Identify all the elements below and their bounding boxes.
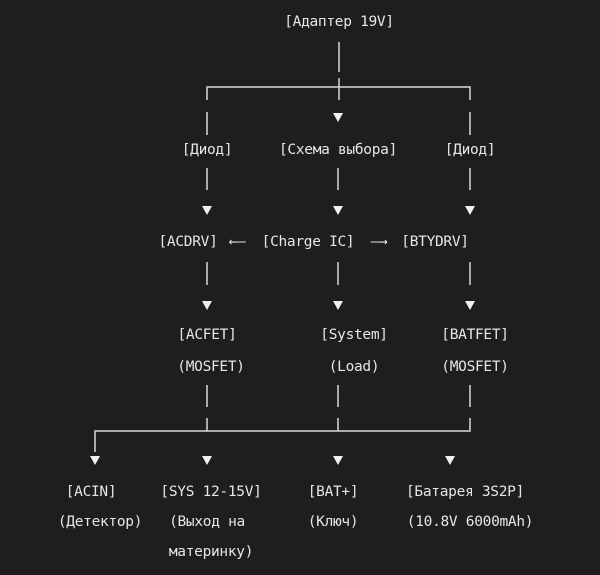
node-acin: [ACIN] xyxy=(65,484,117,500)
node-system-sub: (Load) xyxy=(328,359,380,375)
arrow-down-icon xyxy=(333,206,343,215)
arrow-down-icon xyxy=(90,456,100,465)
arrow-down-icon xyxy=(202,301,212,310)
arrow-left-icon: ←— xyxy=(228,234,246,250)
line-top-bus xyxy=(206,86,471,100)
node-sys: [SYS 12-15V] xyxy=(160,484,262,500)
node-acfet-sub: (MOSFET) xyxy=(177,359,245,375)
node-batfet-sub: (MOSFET) xyxy=(441,359,509,375)
arrow-down-icon xyxy=(445,456,455,465)
node-btydrv: [BTYDRV] xyxy=(401,234,469,250)
node-diode-left: [Диод] xyxy=(181,142,233,158)
line-bottom-bus xyxy=(94,418,471,452)
node-acfet: [ACFET] xyxy=(177,327,237,343)
node-batplus: [BAT+] xyxy=(307,484,359,500)
node-sys-sub1: (Выход на xyxy=(169,514,245,530)
arrow-down-icon xyxy=(202,456,212,465)
arrow-down-icon xyxy=(465,301,475,310)
node-adapter: [Адаптер 19V] xyxy=(284,14,394,30)
node-battery: [Батарея 3S2P] xyxy=(405,484,525,500)
node-battery-sub: (10.8V 6000mAh) xyxy=(406,514,534,530)
arrow-down-icon xyxy=(333,301,343,310)
node-system: [System] xyxy=(320,327,388,343)
node-sys-sub2: материнку) xyxy=(168,544,254,560)
node-batplus-sub: (Ключ) xyxy=(307,514,359,530)
node-batfet: [BATFET] xyxy=(441,327,509,343)
arrow-down-icon xyxy=(465,206,475,215)
node-charge-ic: [Charge IC] xyxy=(261,234,355,250)
arrow-down-icon xyxy=(333,456,343,465)
arrow-down-icon xyxy=(202,206,212,215)
node-diode-right: [Диод] xyxy=(444,142,496,158)
arrow-right-icon: —→ xyxy=(370,234,388,250)
arrow-down-icon xyxy=(333,113,343,122)
node-acdrv: [ACDRV] xyxy=(158,234,218,250)
node-selector: [Схема выбора] xyxy=(278,142,398,158)
node-acin-sub: (Детектор) xyxy=(57,514,143,530)
